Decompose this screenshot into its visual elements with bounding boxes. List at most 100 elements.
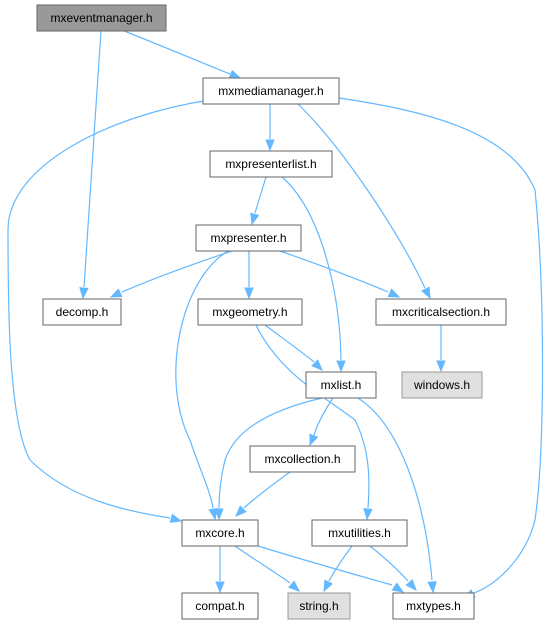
edge-line xyxy=(281,176,342,361)
node-label: mxpresenter.h xyxy=(210,231,286,245)
edge-mxutilities-h-to-mxtypes-h xyxy=(369,545,417,592)
edges-layer xyxy=(7,30,544,599)
edge-mxeventmanager-h-to-mxmediamanager-h xyxy=(123,30,242,79)
node-mxeventmanager-h[interactable]: mxeventmanager.h xyxy=(36,4,167,32)
node-box xyxy=(202,77,340,105)
edge-mxmediamanager-h-to-mxcriticalsection-h xyxy=(297,103,431,300)
edge-mxpresenterlist-h-to-mxpresenter-h xyxy=(250,176,267,226)
arrow-head-icon xyxy=(309,433,319,447)
edge-mxcriticalsection-h-to-windows-h xyxy=(436,325,446,373)
node-box xyxy=(181,592,259,620)
arrow-head-icon xyxy=(228,69,242,79)
edge-line xyxy=(243,471,291,509)
node-label: mxcore.h xyxy=(195,526,244,540)
node-box xyxy=(392,592,475,620)
node-mxtypes-h[interactable]: mxtypes.h xyxy=(392,592,475,620)
arrow-head-icon xyxy=(421,286,431,300)
edge-line xyxy=(121,250,233,293)
node-label: windows.h xyxy=(413,378,470,392)
node-box xyxy=(209,150,333,178)
edge-mxgeometry-h-to-mxlist-h xyxy=(264,324,323,371)
arrow-head-icon xyxy=(250,212,260,226)
node-box xyxy=(305,371,377,399)
arrow-head-icon xyxy=(208,507,218,521)
edge-line xyxy=(123,30,231,75)
node-label: mxtypes.h xyxy=(406,599,461,613)
edge-mxcore-h-to-string-h xyxy=(234,545,301,592)
node-box xyxy=(401,371,483,399)
edge-mxcore-h-to-compat-h xyxy=(215,546,225,594)
node-label: mxcollection.h xyxy=(264,452,340,466)
nodes-layer: mxeventmanager.h mxmediamanager.h mxpresen… xyxy=(36,4,507,620)
node-mxcollection-h[interactable]: mxcollection.h xyxy=(249,445,356,473)
arrow-head-icon xyxy=(323,579,333,593)
node-label: mxutilities.h xyxy=(328,526,391,540)
arrow-head-icon xyxy=(311,359,323,371)
edge-line xyxy=(254,176,267,214)
edge-line xyxy=(257,545,393,586)
node-mxgeometry-h[interactable]: mxgeometry.h xyxy=(197,298,303,326)
edge-mxpresenter-h-to-decomp-h xyxy=(109,250,233,298)
arrow-head-icon xyxy=(436,360,446,373)
node-box xyxy=(375,298,507,326)
edge-mxlist-h-to-mxtypes-h xyxy=(357,397,437,594)
edge-line xyxy=(218,397,323,509)
arrow-head-icon xyxy=(387,288,401,298)
node-mxcriticalsection-h[interactable]: mxcriticalsection.h xyxy=(375,298,507,326)
edge-line xyxy=(264,324,315,363)
node-string-h: string.h xyxy=(287,592,351,620)
edge-line xyxy=(338,97,544,594)
edge-mxeventmanager-h-to-decomp-h xyxy=(79,30,102,300)
node-box xyxy=(36,4,167,32)
node-compat-h[interactable]: compat.h xyxy=(181,592,259,620)
edge-line xyxy=(83,30,102,288)
node-mxpresenterlist-h[interactable]: mxpresenterlist.h xyxy=(209,150,333,178)
node-box xyxy=(181,519,259,547)
node-mxcore-h[interactable]: mxcore.h xyxy=(181,519,259,547)
arrow-head-icon xyxy=(427,581,437,594)
node-mxmediamanager-h[interactable]: mxmediamanager.h xyxy=(202,77,340,105)
edge-line xyxy=(313,397,334,436)
node-mxlist-h[interactable]: mxlist.h xyxy=(305,371,377,399)
edge-mxcore-h-to-mxtypes-h xyxy=(257,545,405,593)
arrow-head-icon xyxy=(244,287,254,300)
node-box xyxy=(311,519,408,547)
node-label: mxpresenterlist.h xyxy=(225,157,316,171)
arrow-head-icon xyxy=(405,579,417,592)
node-box xyxy=(249,445,356,473)
node-label: mxgeometry.h xyxy=(212,305,287,319)
edge-mxutilities-h-to-string-h xyxy=(323,545,353,593)
arrow-head-icon xyxy=(235,505,247,517)
edge-line xyxy=(234,545,291,584)
arrow-head-icon xyxy=(169,513,183,523)
edge-line xyxy=(328,545,353,582)
arrow-head-icon xyxy=(215,581,225,594)
edge-mxpresenter-h-to-mxcore-h xyxy=(175,250,229,521)
edge-line xyxy=(369,545,409,582)
edge-mxmediamanager-h-to-mxcore-h xyxy=(7,99,211,523)
node-label: mxmediamanager.h xyxy=(218,84,323,98)
edge-mxpresenter-h-to-mxgeometry-h xyxy=(244,251,254,300)
arrow-head-icon xyxy=(336,360,346,373)
edge-mxmediamanager-h-to-mxpresenterlist-h xyxy=(265,104,275,152)
node-box xyxy=(197,298,303,326)
node-mxutilities-h[interactable]: mxutilities.h xyxy=(311,519,408,547)
node-label: compat.h xyxy=(195,599,244,613)
node-mxpresenter-h[interactable]: mxpresenter.h xyxy=(195,224,302,252)
node-decomp-h[interactable]: decomp.h xyxy=(42,298,122,326)
edge-mxlist-h-to-mxcollection-h xyxy=(309,397,334,447)
arrow-head-icon xyxy=(288,580,301,592)
edge-line xyxy=(7,99,211,519)
arrow-head-icon xyxy=(265,139,275,152)
node-label: decomp.h xyxy=(56,305,109,319)
edge-line xyxy=(279,250,389,293)
node-box xyxy=(42,298,122,326)
edge-line xyxy=(255,324,370,509)
arrow-head-icon xyxy=(363,508,373,521)
node-box xyxy=(287,592,351,620)
edge-mxcollection-h-to-mxcore-h xyxy=(235,471,291,517)
arrow-head-icon xyxy=(214,508,224,521)
edge-mxgeometry-h-to-mxutilities-h xyxy=(255,324,373,521)
edge-line xyxy=(357,397,433,581)
